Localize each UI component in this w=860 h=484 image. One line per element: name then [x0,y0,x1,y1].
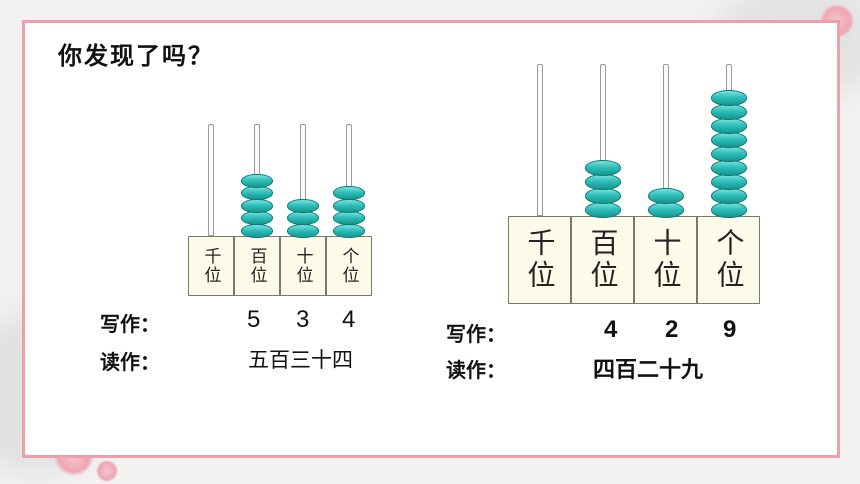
read-label: 读作： [100,350,160,374]
bead-tens [287,223,319,238]
rod-thousands [536,64,543,216]
place-ones: 个位 [326,236,372,296]
bead-ones [710,104,747,120]
bead-ones [710,174,747,190]
place-hundreds: 百位 [234,236,280,296]
bead-tens [647,202,684,218]
bead-ones [710,118,747,134]
bead-hundreds [241,211,273,225]
blossom-decoration [96,460,118,482]
bead-hundreds [241,223,273,238]
abacus-429: 千位 百位 十位 个位 [508,62,764,306]
number-reading: 五百三十四 [248,348,353,372]
bead-ones [710,146,747,162]
abacus-base: 千位 百位 十位 个位 [508,216,760,304]
place-thousands: 千位 [508,216,571,304]
bead-ones [333,211,365,225]
bead-hundreds [241,198,273,213]
rod-thousands [208,124,214,236]
bead-tens [647,188,684,204]
number-reading: 四百二十九 [593,357,704,383]
place-tens: 十位 [634,216,697,304]
bead-hundreds [584,174,621,190]
digit-ones: 9 [723,316,737,343]
bead-ones [333,198,365,213]
question-heading: 你发现了吗？ [58,42,214,70]
bead-ones [710,202,747,218]
digit-hundreds: 5 [247,306,261,333]
read-label: 读作： [446,358,506,382]
abacus-base: 千位 百位 十位 个位 [188,236,372,296]
bead-ones [333,223,365,238]
bead-hundreds [241,173,273,188]
digit-tens: 3 [296,306,310,333]
digit-hundreds: 4 [604,316,618,343]
bead-hundreds [584,202,621,218]
bead-ones [710,188,747,204]
digit-tens: 2 [665,316,679,343]
bead-hundreds [584,188,621,204]
bead-ones [710,160,747,176]
place-ones: 个位 [697,216,760,304]
bead-ones [710,90,747,106]
write-label: 写作： [446,322,506,346]
place-hundreds: 百位 [571,216,634,304]
place-tens: 十位 [280,236,326,296]
bead-tens [287,198,319,213]
digit-ones: 4 [342,306,356,333]
write-label: 写作： [100,312,160,336]
bead-tens [287,211,319,225]
abacus-534: 千位 百位 十位 个位 [188,124,376,300]
place-thousands: 千位 [188,236,234,296]
bead-hundreds [584,160,621,176]
bead-ones [710,132,747,148]
bead-hundreds [241,186,273,200]
bead-ones [333,186,365,200]
